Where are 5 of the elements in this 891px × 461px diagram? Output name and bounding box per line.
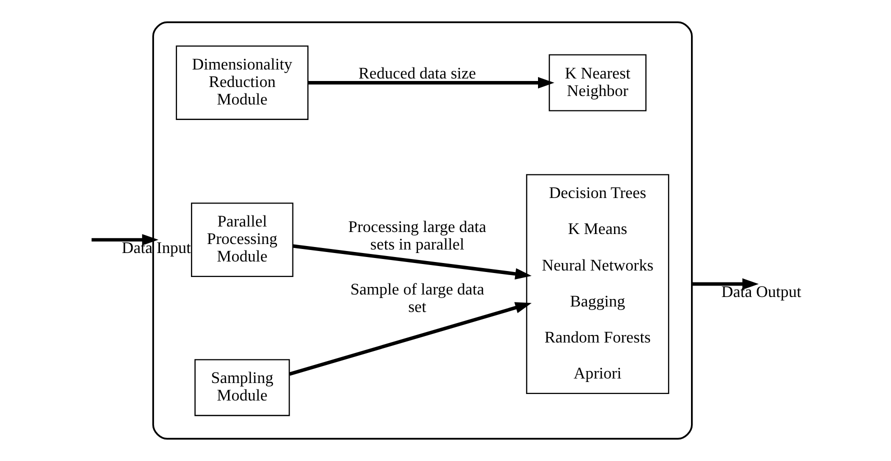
edge-label: Data Output (721, 282, 802, 302)
edge-label: Reduced data size (358, 63, 476, 82)
edge-label: Processing large data sets in parallel (348, 216, 486, 254)
edge-label: Sample of large data set (350, 280, 484, 316)
edge-label: Data Input (122, 238, 191, 257)
